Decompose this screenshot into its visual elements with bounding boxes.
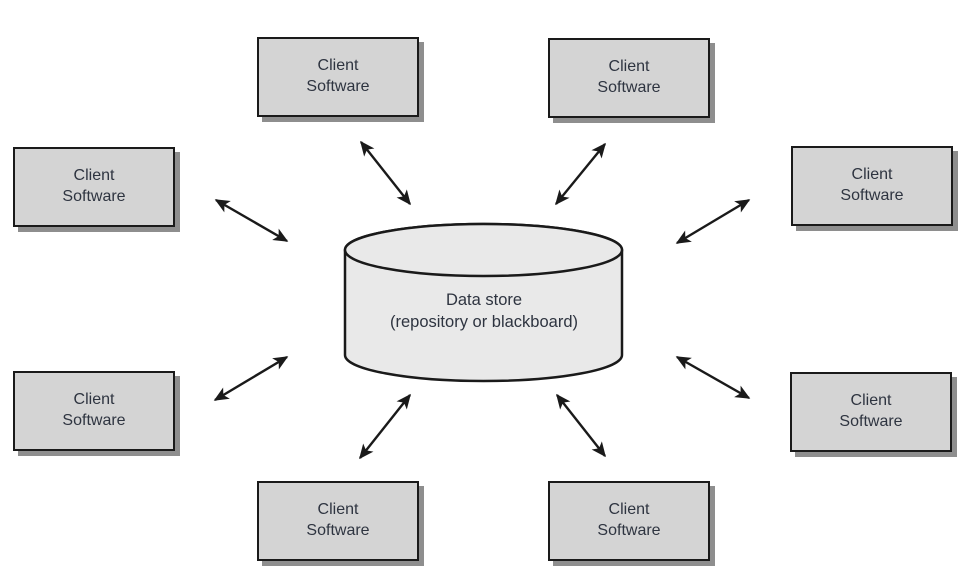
client-software-box-bottom-right: Client Software	[548, 481, 710, 561]
arrow-data-store-bottom-right	[556, 393, 606, 458]
client-software-box-mid-right: Client Software	[791, 146, 953, 226]
client-software-box-lower-left: Client Software	[13, 371, 175, 451]
arrow-data-store-lower-right	[675, 355, 751, 400]
client-software-label: Client Software	[840, 166, 904, 204]
data-store-cylinder-top	[343, 222, 624, 278]
client-software-box-bottom-left: Client Software	[257, 481, 419, 561]
arrow-data-store-bottom-left	[359, 393, 411, 460]
client-software-box-lower-right: Client Software	[790, 372, 952, 452]
client-software-label: Client Software	[62, 167, 126, 205]
arrow-data-store-lower-left	[213, 355, 289, 402]
client-software-label: Client Software	[306, 501, 370, 539]
data-store-label: Data store (repository or blackboard)	[345, 290, 623, 334]
arrow-data-store-top-left	[360, 140, 411, 206]
client-software-label: Client Software	[306, 57, 370, 95]
data-store-title: Data store	[445, 291, 523, 309]
client-software-label: Client Software	[839, 392, 903, 430]
client-software-box-mid-left: Client Software	[13, 147, 175, 227]
data-store-subtitle: (repository or blackboard)	[390, 312, 578, 331]
arrow-data-store-top-right	[555, 142, 606, 206]
arrow-data-store-mid-right	[675, 198, 751, 245]
client-software-label: Client Software	[597, 501, 661, 539]
client-software-label: Client Software	[597, 58, 661, 96]
client-software-label: Client Software	[62, 391, 126, 429]
client-software-box-top-right: Client Software	[548, 38, 710, 118]
client-software-box-top-left: Client Software	[257, 37, 419, 117]
arrow-data-store-mid-left	[214, 198, 289, 243]
